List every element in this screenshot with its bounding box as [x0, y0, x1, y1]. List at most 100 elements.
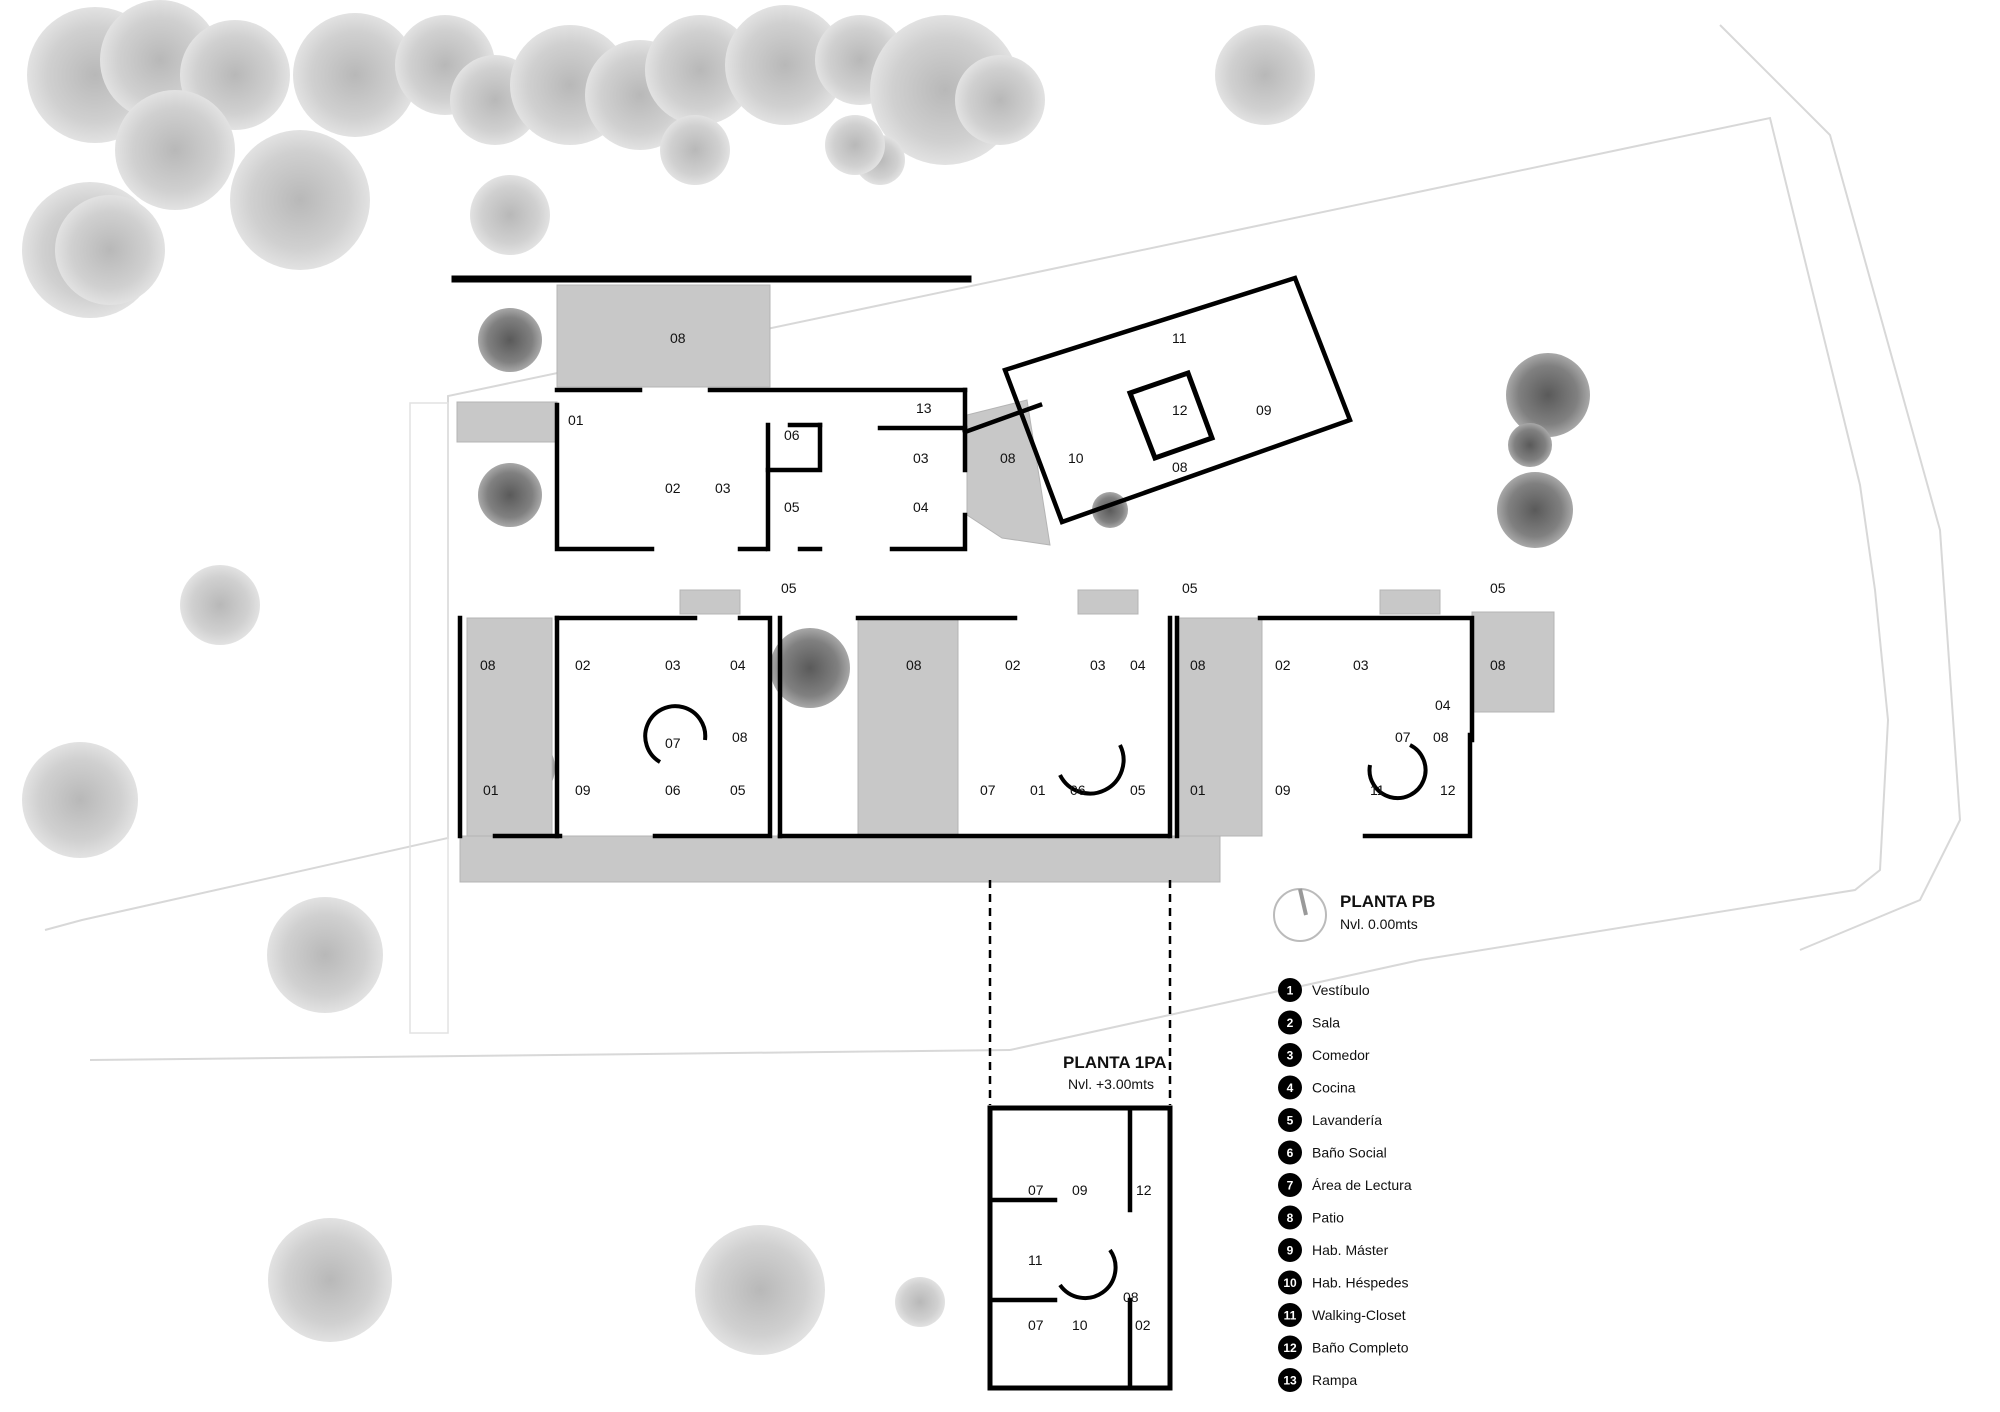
level-connector — [988, 880, 1172, 1105]
room-labels: 08 01 02 03 06 05 1 3 03 04 08 10 11 12 09 08 05 05 05 08 02… — [480, 330, 1506, 1333]
room-label: 05 — [1182, 580, 1198, 596]
room-label: 09 — [1256, 402, 1272, 418]
room-label: 01 — [1190, 782, 1206, 798]
legend-label: Walking-Closet — [1312, 1307, 1406, 1323]
legend-item: 3 Comedor — [1278, 1043, 1370, 1067]
side-walkway — [409, 402, 449, 1034]
legend-label: Baño Completo — [1312, 1340, 1409, 1356]
legend-item: 6 Baño Social — [1278, 1140, 1387, 1165]
room-label: 08 — [670, 330, 686, 346]
tree-10 — [725, 5, 845, 125]
legend-number: 11 — [1284, 1309, 1297, 1323]
room-label: 03 — [913, 450, 929, 466]
legend-number: 3 — [1287, 1049, 1294, 1063]
tree-30 — [267, 897, 383, 1013]
room-label: 05 — [784, 499, 800, 515]
legend-number-badge — [1278, 1238, 1302, 1262]
tree-9 — [645, 15, 755, 125]
legend-number: 9 — [1287, 1244, 1294, 1258]
legend-number-badge — [1278, 1108, 1302, 1132]
room-label: 07 — [1395, 729, 1411, 745]
tree-23 — [1506, 353, 1590, 437]
room-label: 01 — [483, 782, 499, 798]
room-label: 05 — [1130, 782, 1146, 798]
room-label: 10 — [1068, 450, 1084, 466]
legend-number: 7 — [1287, 1179, 1294, 1193]
room-label: 05 — [730, 782, 746, 798]
ground-floor-level: Nvl. 0.00mts — [1340, 916, 1418, 932]
legend-number-badge — [1278, 1010, 1302, 1035]
tree-26 — [478, 308, 542, 372]
legend-label: Área de Lectura — [1312, 1177, 1412, 1193]
room-label: 08 — [1490, 657, 1506, 673]
tree-13 — [955, 55, 1045, 145]
room-label: 08 — [1172, 459, 1188, 475]
legend-number-badge — [1278, 978, 1302, 1002]
room-label: 02 — [575, 657, 591, 673]
legend-number: 6 — [1287, 1146, 1294, 1160]
room-label: 11 — [1172, 330, 1187, 346]
legend-number: 2 — [1287, 1016, 1294, 1030]
legend-number-badge — [1278, 1335, 1302, 1360]
room-label: 05 — [1490, 580, 1506, 596]
tree-22 — [1215, 25, 1315, 125]
room-label: 04 — [730, 657, 746, 673]
legend-number-badge — [1278, 1043, 1302, 1067]
tree-18 — [115, 90, 235, 210]
room-label: 11 — [1370, 782, 1385, 798]
legend-item: 7 Área de Lectura — [1278, 1173, 1412, 1197]
room-label: 11 — [1028, 1252, 1043, 1268]
room-label: 03 — [1353, 657, 1369, 673]
room-label: 04 — [1130, 657, 1146, 673]
room-label: 12 — [1136, 1182, 1152, 1198]
legend-label: Baño Social — [1312, 1145, 1387, 1161]
legend-item: 8 Patio — [1278, 1205, 1344, 1230]
tree-16 — [660, 115, 730, 185]
room-label: 02 — [1275, 657, 1291, 673]
room-label: 08 — [906, 657, 922, 673]
room-label: 08 — [1123, 1289, 1139, 1305]
room-label: 07 — [980, 782, 996, 798]
walls — [451, 275, 1475, 1391]
legend-item: 11 Walking-Closet — [1278, 1303, 1406, 1327]
legend-item: 9 Hab. Máster — [1278, 1238, 1389, 1262]
room-label: 06 — [1070, 782, 1086, 798]
legend-label: Hab. Héspedes — [1312, 1275, 1409, 1291]
legend-label: Hab. Máster — [1312, 1242, 1389, 1258]
room-label: 08 — [1190, 657, 1206, 673]
room-label: 03 — [1090, 657, 1106, 673]
room-label: 10 — [1072, 1317, 1088, 1333]
north-arrow-icon — [1273, 888, 1327, 942]
room-label: 03 — [715, 480, 731, 496]
room-label: 06 — [665, 782, 681, 798]
tree-20 — [55, 195, 165, 305]
ground-floor-title: PLANTA PB — [1340, 892, 1435, 911]
legend-number-badge — [1278, 1368, 1302, 1392]
room-label: 08 — [480, 657, 496, 673]
room-label: 02 — [1005, 657, 1021, 673]
tree-15 — [825, 115, 885, 175]
legend-number: 1 — [1287, 984, 1294, 998]
legend-number-badge — [1278, 1075, 1302, 1100]
room-label: 04 — [913, 499, 929, 515]
legend-number: 5 — [1287, 1114, 1294, 1128]
legend-label: Patio — [1312, 1210, 1344, 1226]
room-label: 08 — [732, 729, 748, 745]
room-label: 06 — [784, 427, 800, 443]
room-label: 03 — [665, 657, 681, 673]
site-boundary — [44, 24, 1962, 1061]
legend-number-badge — [1278, 1140, 1302, 1165]
tree-34 — [770, 628, 850, 708]
legend-label: Comedor — [1312, 1047, 1370, 1063]
legend-number-badge — [1278, 1205, 1302, 1230]
legend-label: Sala — [1312, 1015, 1340, 1031]
legend-number: 8 — [1287, 1211, 1294, 1225]
legend-label: Rampa — [1312, 1372, 1357, 1388]
